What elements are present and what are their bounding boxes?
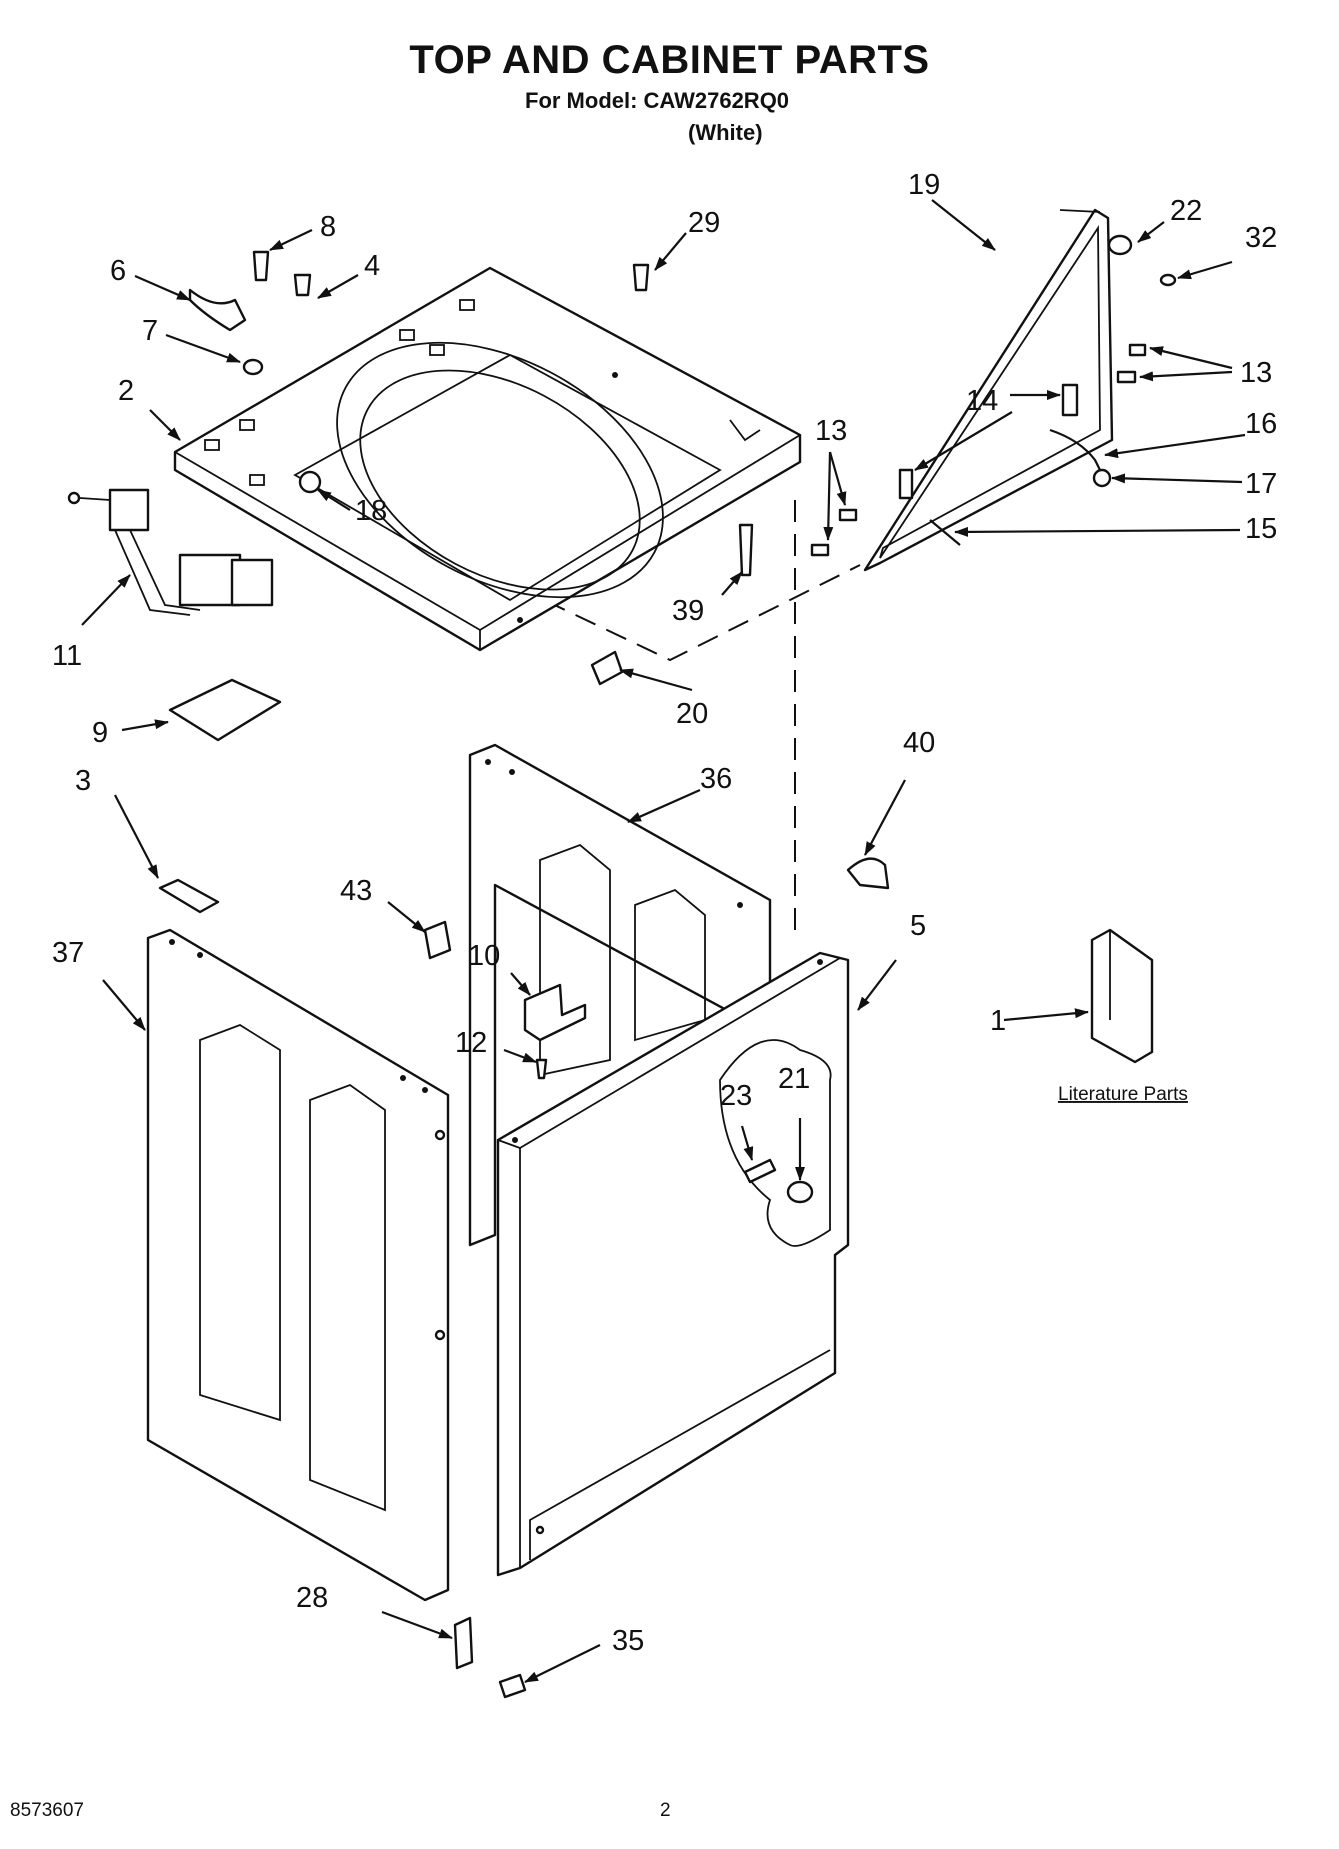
bracket-part [523, 983, 587, 1042]
small-hardware-parts [188, 250, 754, 686]
literature-parts-label: Literature Parts [1058, 1084, 1188, 1105]
callout-13-right: 13 [1240, 357, 1272, 389]
callout-3: 3 [75, 765, 91, 797]
callout-12: 12 [455, 1027, 487, 1059]
model-line: For Model: CAW2762RQ0 [525, 88, 790, 113]
callout-32: 32 [1245, 222, 1277, 254]
callout-23: 23 [720, 1080, 752, 1112]
callout-labels: 8 4 6 7 2 29 19 22 32 13 14 13 16 17 15 … [52, 169, 1277, 1657]
callout-leader-lines [81, 199, 1246, 1683]
callout-43: 43 [340, 875, 372, 907]
hinge-and-screws-parts [810, 343, 1147, 557]
leveling-hardware-parts [743, 1158, 814, 1204]
callout-29: 29 [688, 207, 720, 239]
page-title: TOP AND CABINET PARTS [409, 38, 930, 82]
callout-35: 35 [612, 1625, 644, 1657]
page-number: 2 [660, 1800, 671, 1821]
callout-16: 16 [1245, 408, 1277, 440]
callout-5: 5 [910, 910, 926, 942]
callout-6: 6 [110, 255, 126, 287]
callout-39: 39 [672, 595, 704, 627]
document-number: 8573607 [10, 1800, 84, 1821]
callout-9: 9 [92, 717, 108, 749]
lid-frame-part [863, 208, 1114, 572]
lid-switch-harness-part [67, 488, 274, 616]
left-side-panel-part [146, 928, 450, 1602]
callout-1: 1 [990, 1005, 1006, 1037]
label-sheet-part [168, 678, 282, 742]
callout-36: 36 [700, 763, 732, 795]
callout-20: 20 [676, 698, 708, 730]
callout-22: 22 [1170, 195, 1202, 227]
screw-part [535, 1058, 548, 1080]
callout-21: 21 [778, 1063, 810, 1095]
callout-4: 4 [364, 250, 380, 282]
callout-7: 7 [142, 315, 158, 347]
callout-19: 19 [908, 169, 940, 201]
callout-37: 37 [52, 937, 84, 969]
cabinet-top-part [173, 266, 802, 652]
small-clip-part [423, 920, 452, 960]
callout-8: 8 [320, 211, 336, 243]
callout-10: 10 [468, 940, 500, 972]
callout-28: 28 [296, 1582, 328, 1614]
callout-13-left: 13 [815, 415, 847, 447]
literature-parts-booklet [1090, 928, 1154, 1064]
callout-15: 15 [1245, 513, 1277, 545]
callout-14: 14 [966, 385, 998, 417]
callout-17: 17 [1245, 468, 1277, 500]
right-side-panel-part [496, 951, 850, 1577]
color-variant: (White) [688, 120, 763, 145]
callout-40: 40 [903, 727, 935, 759]
lower-bracket-and-screw-parts [453, 1616, 527, 1699]
foam-pad-part [158, 878, 220, 914]
callout-18: 18 [355, 495, 387, 527]
callout-11: 11 [52, 640, 82, 672]
clip-part [846, 857, 890, 890]
callout-2: 2 [118, 375, 134, 407]
lid-bumper-parts [1107, 234, 1177, 287]
